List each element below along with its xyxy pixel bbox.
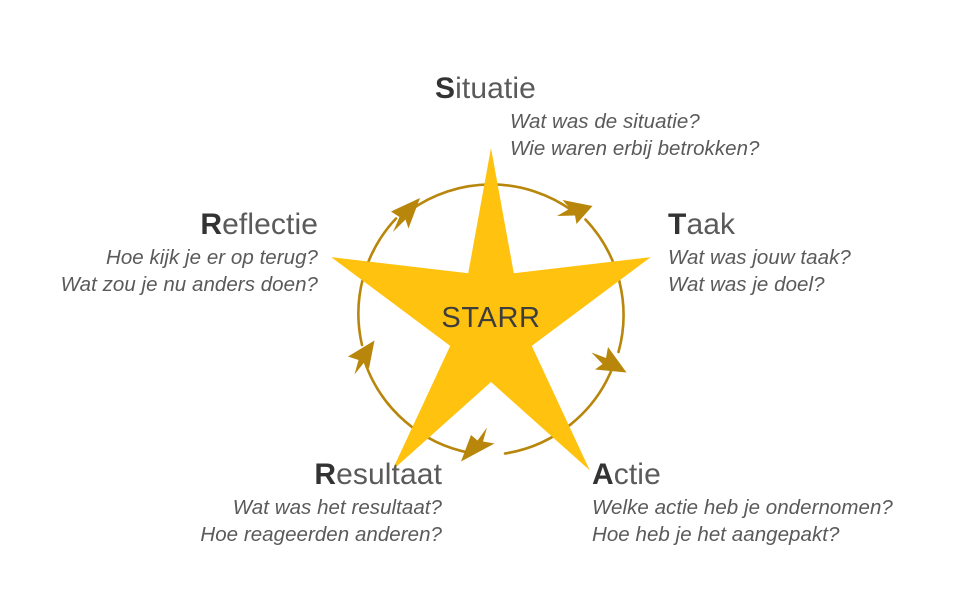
step-label-situatie: Situatie Wat was de situatie? Wie waren … xyxy=(434,72,760,162)
step-label-actie: Actie Welke actie heb je ondernomen? Hoe… xyxy=(592,458,893,548)
step-label-reflectie: Reflectie Hoe kijk je er op terug? Wat z… xyxy=(61,208,318,298)
step-question: Wie waren erbij betrokken? xyxy=(510,136,760,160)
step-label-resultaat: Resultaat Wat was het resultaat? Hoe rea… xyxy=(200,458,442,548)
step-questions-situatie: Wat was de situatie? Wie waren erbij bet… xyxy=(510,108,760,163)
step-question: Hoe heb je het aangepakt? xyxy=(592,522,840,546)
step-heading-rest-resultaat: esultaat xyxy=(336,458,442,491)
arrow-northwest-icon xyxy=(391,198,420,232)
star-center-label: STARR xyxy=(441,302,540,334)
step-heading-situatie: Situatie xyxy=(435,72,760,106)
step-label-taak: Taak Wat was jouw taak? Wat was je doel? xyxy=(668,208,851,298)
step-initial-situatie: S xyxy=(435,72,456,105)
cycle-arrowheads xyxy=(348,198,627,462)
step-heading-reflectie: Reflectie xyxy=(61,208,318,242)
step-questions-resultaat: Wat was het resultaat? Hoe reageerden an… xyxy=(200,494,442,549)
step-heading-rest-taak: aak xyxy=(686,208,736,241)
step-heading-actie: Actie xyxy=(592,458,893,492)
step-heading-rest-reflectie: eflectie xyxy=(222,208,318,241)
step-question: Wat zou je nu anders doen? xyxy=(60,272,318,296)
arrow-south-icon xyxy=(461,427,495,462)
step-initial-taak: T xyxy=(668,208,687,241)
step-heading-rest-actie: ctie xyxy=(613,458,661,491)
step-heading-taak: Taak xyxy=(668,208,851,242)
step-heading-resultaat: Resultaat xyxy=(200,458,442,492)
step-question: Hoe reageerden anderen? xyxy=(200,522,442,546)
arc-segment-bottom-left xyxy=(363,359,472,455)
step-questions-reflectie: Hoe kijk je er op terug? Wat zou je nu a… xyxy=(61,244,318,299)
arrow-east-icon xyxy=(591,347,627,373)
step-heading-rest-situatie: ituatie xyxy=(455,72,536,105)
step-initial-resultaat: R xyxy=(314,458,337,491)
step-question: Wat was de situatie? xyxy=(510,109,700,133)
step-questions-actie: Welke actie heb je ondernomen? Hoe heb j… xyxy=(592,494,893,549)
step-question: Wat was je doel? xyxy=(668,272,825,296)
arrow-northeast-icon xyxy=(557,200,593,224)
step-question: Wat was jouw taak? xyxy=(668,245,851,269)
step-question: Wat was het resultaat? xyxy=(232,495,442,519)
five-pointed-star xyxy=(331,148,651,471)
step-question: Hoe kijk je er op terug? xyxy=(105,245,318,269)
arc-segment-right xyxy=(584,218,625,354)
arrow-west-icon xyxy=(348,340,375,375)
arc-segment-bottom-right xyxy=(503,365,615,455)
step-initial-reflectie: R xyxy=(200,208,223,241)
step-question: Welke actie heb je ondernomen? xyxy=(592,495,893,519)
step-initial-actie: A xyxy=(592,458,614,491)
step-questions-taak: Wat was jouw taak? Wat was je doel? xyxy=(668,244,851,299)
